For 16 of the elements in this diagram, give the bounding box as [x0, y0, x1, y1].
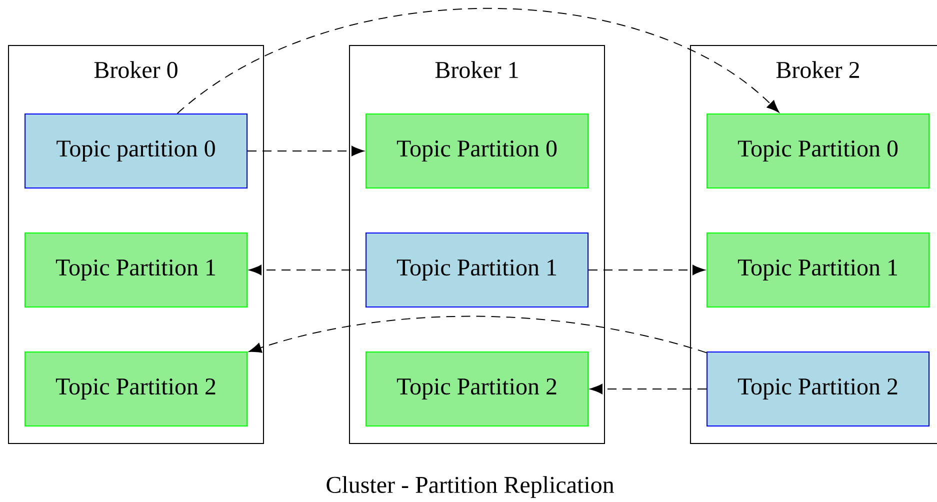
- arrow: [248, 316, 707, 354]
- arrow: [590, 384, 707, 394]
- replica-partition-box: Topic Partition 2: [366, 351, 588, 426]
- leader-partition-box: Topic Partition 2: [706, 351, 930, 426]
- arrow: [176, 8, 780, 114]
- replica-partition-box: Topic Partition 0: [706, 114, 930, 188]
- replica-partition-box: Topic Partition 1: [24, 232, 248, 308]
- caption: Cluster - Partition Replication: [326, 476, 614, 498]
- replica-partition-box: Topic Partition 2: [24, 351, 248, 426]
- arrow: [248, 264, 366, 276]
- replica-partition-box: Topic Partition 0: [366, 114, 588, 188]
- arrow: [588, 264, 706, 276]
- leader-partition-box: Topic partition 0: [24, 114, 248, 188]
- leader-partition-box: Topic Partition 1: [366, 232, 588, 308]
- replica-partition-box: Topic Partition 1: [706, 232, 930, 308]
- arrow: [247, 146, 364, 156]
